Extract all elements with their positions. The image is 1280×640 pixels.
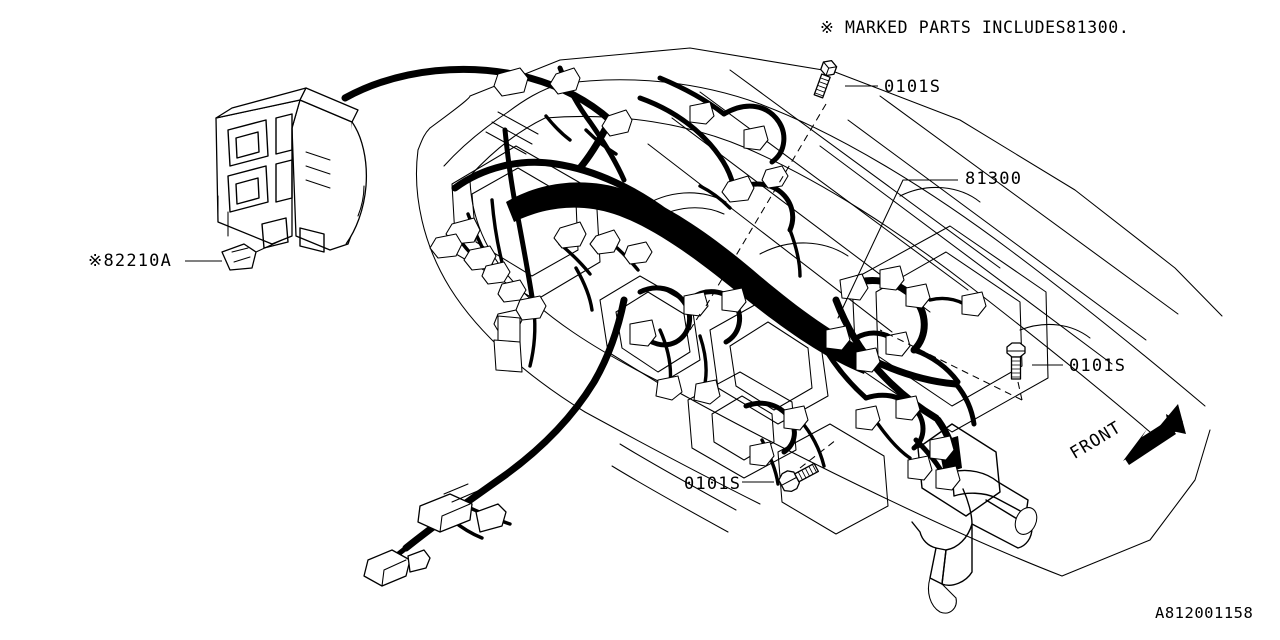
steering-column-assembly xyxy=(911,423,1038,614)
callout-label-bolt-bottom: 0101S xyxy=(684,474,742,494)
harness-tail-connectors xyxy=(363,483,507,587)
callout-label-bolt-right: 0101S xyxy=(1069,356,1127,376)
document-id-label: A812001158 xyxy=(1155,604,1254,622)
bolt-icon-top xyxy=(813,59,838,99)
callout-label-harness-main: 81300 xyxy=(965,169,1023,189)
marked-parts-note: ※ MARKED PARTS INCLUDES81300. xyxy=(820,18,1130,37)
junction-block-part xyxy=(215,87,368,253)
callout-label-bolt-top: 0101S xyxy=(884,77,942,97)
bolt-icon-bottom xyxy=(778,462,820,493)
leader-lines xyxy=(689,85,1063,483)
bolt-icon-right xyxy=(1006,342,1026,380)
callout-label-junction-block: ※82210A xyxy=(88,251,173,271)
connector-82210a xyxy=(185,239,283,271)
arrow-right-icon xyxy=(1123,404,1186,465)
harness-connectors xyxy=(429,67,987,491)
